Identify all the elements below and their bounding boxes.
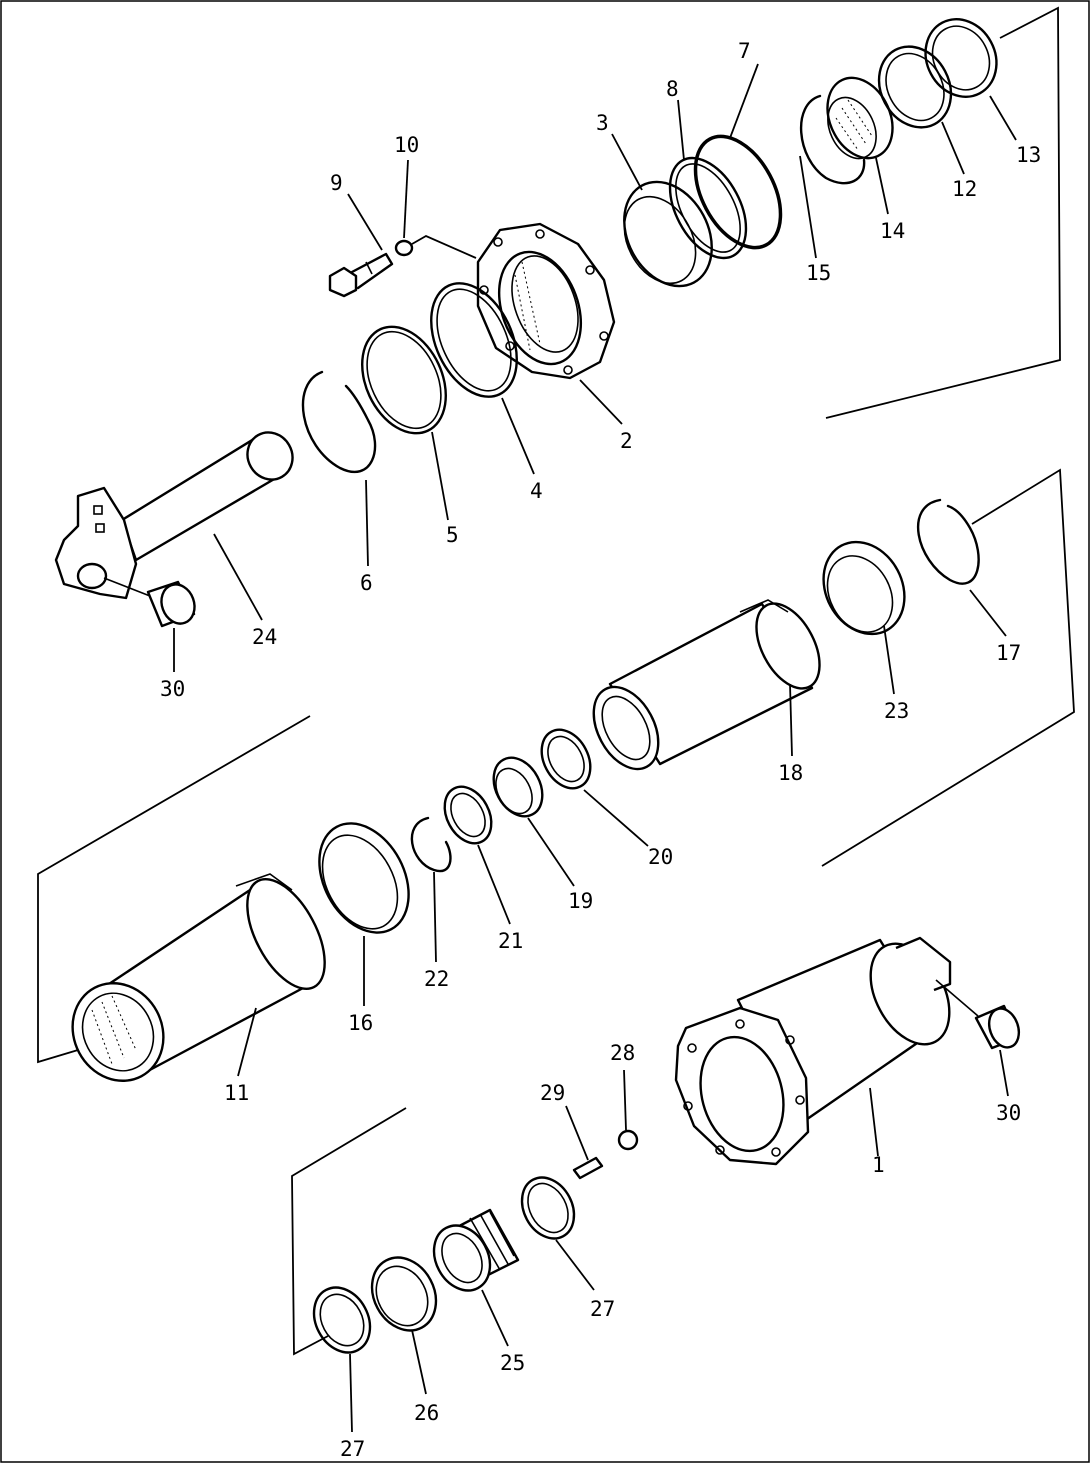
part-6-snap-ring — [301, 370, 377, 474]
callout-26: 26 — [414, 1401, 439, 1425]
part-25-piston — [432, 1208, 520, 1292]
part-3-bushing — [623, 180, 713, 288]
callout-29: 29 — [540, 1081, 565, 1105]
part-21-ring — [443, 785, 493, 845]
callout-27-upper: 27 — [590, 1297, 615, 1321]
callout-25: 25 — [500, 1351, 525, 1375]
part-28-nut — [617, 1129, 639, 1151]
callout-22: 22 — [424, 967, 449, 991]
part-22-snap-ring — [410, 816, 452, 873]
callout-8: 8 — [666, 77, 679, 101]
leader-lines — [173, 63, 1017, 1433]
part-12-ring — [877, 45, 953, 129]
part-4-ring — [430, 282, 518, 398]
callout-28: 28 — [610, 1041, 635, 1065]
part-1-cylinder-housing — [674, 936, 979, 1166]
callout-3: 3 — [596, 111, 609, 135]
callout-30-upper: 30 — [160, 677, 185, 701]
callout-20: 20 — [648, 845, 673, 869]
frame-bottom-group — [291, 1107, 407, 1356]
callout-27-lower: 27 — [340, 1437, 365, 1461]
part-27-ring-upper — [520, 1176, 576, 1240]
callout-7: 7 — [738, 39, 751, 63]
part-5-ring — [361, 325, 447, 435]
callout-17: 17 — [996, 641, 1021, 665]
part-14-bushing — [826, 76, 894, 160]
part-19-ring — [492, 756, 544, 818]
part-20-ring — [540, 728, 592, 790]
part-9-bolt — [328, 252, 394, 298]
frame-middle-group — [821, 468, 1075, 867]
callout-2: 2 — [620, 429, 633, 453]
part-16-ring — [318, 822, 410, 934]
part-26-ring — [370, 1256, 438, 1332]
part-18-cylinder-tube — [592, 599, 821, 771]
callout-15: 15 — [806, 261, 831, 285]
callout-12: 12 — [952, 177, 977, 201]
part-23-ring — [822, 540, 906, 636]
part-30-bushing-upper — [146, 580, 196, 628]
part-10-washer — [394, 239, 414, 257]
part-24-piston-rod — [54, 431, 294, 600]
frame-top-group — [825, 6, 1061, 419]
callout-18: 18 — [778, 761, 803, 785]
callout-14: 14 — [880, 219, 905, 243]
callout-5: 5 — [446, 523, 459, 547]
callout-1: 1 — [872, 1153, 885, 1177]
callout-10: 10 — [394, 133, 419, 157]
callout-4: 4 — [530, 479, 543, 503]
leader-9-10-to-2 — [411, 234, 477, 259]
callout-11: 11 — [224, 1081, 249, 1105]
part-29-pin — [572, 1156, 604, 1180]
callout-23: 23 — [884, 699, 909, 723]
callout-13: 13 — [1016, 143, 1041, 167]
part-7-o-ring — [693, 134, 783, 250]
part-13-ring — [924, 18, 998, 98]
callout-16: 16 — [348, 1011, 373, 1035]
part-11-cylinder-tube — [71, 873, 326, 1082]
part-30-bushing-lower — [974, 1004, 1021, 1050]
part-2-flange-head — [476, 222, 616, 380]
part-27-ring-lower — [312, 1286, 372, 1354]
callout-19: 19 — [568, 889, 593, 913]
part-15-snap-ring — [799, 94, 866, 185]
callout-21: 21 — [498, 929, 523, 953]
callout-24: 24 — [252, 625, 277, 649]
callout-30-lower: 30 — [996, 1101, 1021, 1125]
part-8-ring — [668, 156, 748, 260]
part-17-snap-ring — [916, 498, 980, 585]
frame-lower-left-group — [37, 715, 311, 1064]
callout-6: 6 — [360, 571, 373, 595]
callout-9: 9 — [330, 171, 343, 195]
